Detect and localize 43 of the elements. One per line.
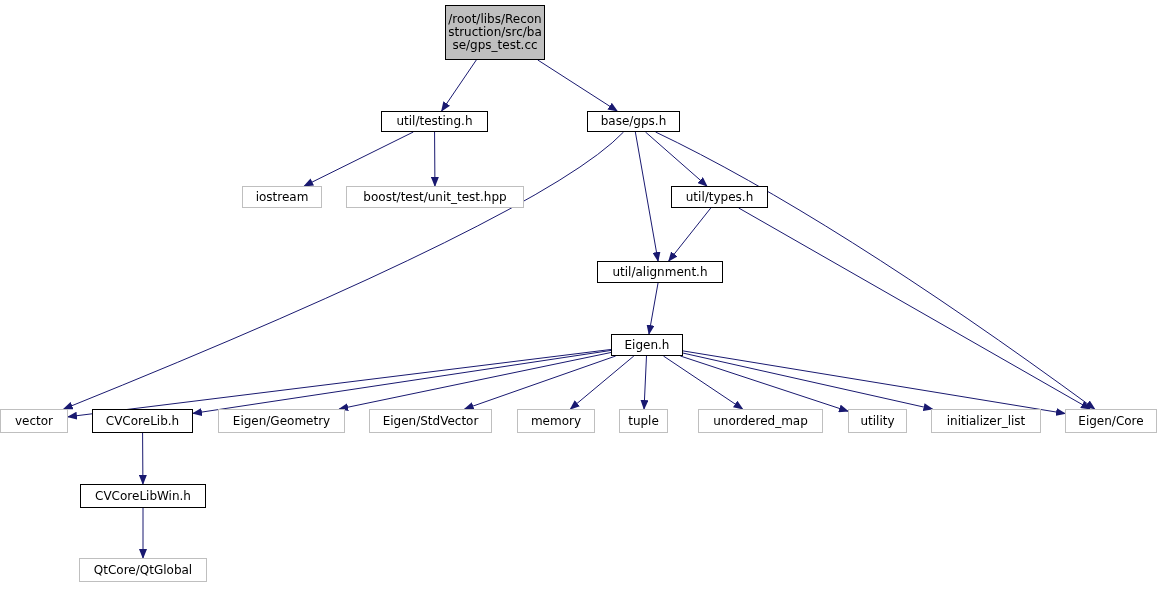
arrow: [441, 59, 477, 112]
file-box: CVCoreLibWin.h: [80, 484, 206, 508]
arrow: [640, 355, 649, 410]
arrow: [463, 355, 617, 410]
external-header-box: iostream: [242, 186, 322, 208]
file-box: util/testing.h: [381, 111, 488, 132]
arrow: [634, 131, 661, 262]
external-header-box: tuple: [619, 409, 668, 433]
external-header-box: Eigen/Geometry: [218, 409, 345, 433]
external-header-box: Eigen/Core: [1065, 409, 1157, 433]
external-header-box: boost/test/unit_test.hpp: [346, 186, 524, 208]
arrow: [655, 131, 1096, 410]
arrow: [682, 350, 1066, 416]
file-box: CVCoreLib.h: [92, 409, 193, 433]
external-header-box: memory: [517, 409, 595, 433]
external-header-box: QtCore/QtGlobal: [79, 558, 207, 582]
external-header-box: Eigen/StdVector: [369, 409, 492, 433]
arrow: [338, 352, 612, 412]
arrow: [662, 355, 744, 410]
arrow: [62, 131, 625, 410]
file-box: util/types.h: [671, 186, 768, 208]
arrow: [537, 59, 618, 112]
arrow: [682, 352, 934, 411]
external-header-box: initializer_list: [931, 409, 1041, 433]
arrow: [738, 207, 1091, 410]
arrow: [138, 432, 147, 485]
arrow: [569, 355, 635, 410]
arrow: [668, 207, 712, 262]
external-header-box: utility: [848, 409, 907, 433]
arrow: [430, 131, 439, 187]
file-box: /root/libs/Reconstruction/src/base/gps_test.cc: [445, 5, 545, 60]
file-box: Eigen.h: [611, 334, 683, 356]
arrow: [192, 349, 612, 416]
external-header-box: unordered_map: [698, 409, 823, 433]
arrow: [303, 131, 414, 187]
file-box: base/gps.h: [587, 111, 680, 132]
arrow: [646, 282, 659, 335]
external-header-box: vector: [0, 409, 68, 433]
arrow: [644, 131, 708, 187]
arrow: [679, 355, 849, 413]
arrow: [139, 507, 147, 559]
file-box: util/alignment.h: [597, 261, 723, 283]
arrow: [67, 348, 612, 420]
